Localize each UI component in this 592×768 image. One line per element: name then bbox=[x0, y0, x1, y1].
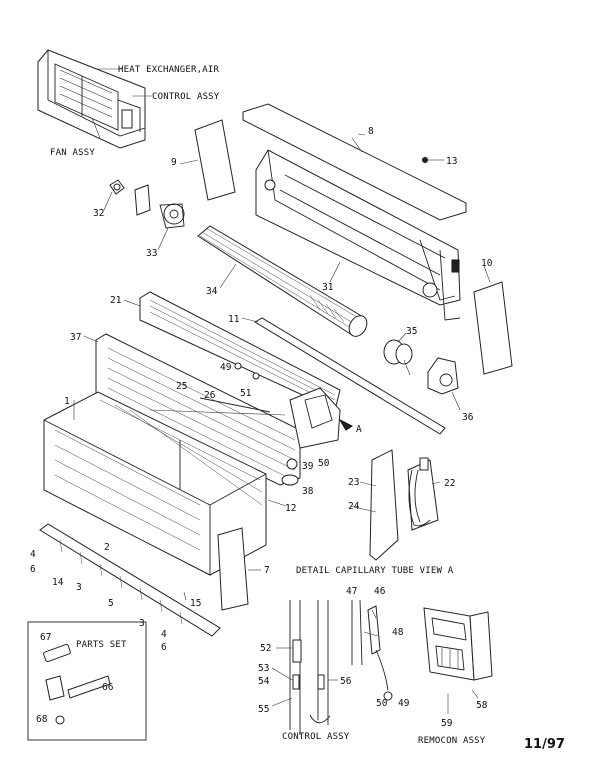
evaporator-coil bbox=[95, 333, 341, 486]
callout-59: 59 bbox=[441, 718, 453, 729]
label-parts-set: PARTS SET bbox=[76, 640, 127, 650]
label-control-assy-top: CONTROL ASSY bbox=[152, 92, 220, 102]
callout-36: 36 bbox=[462, 412, 474, 423]
callout-7: 7 bbox=[264, 565, 270, 576]
callout-22: 22 bbox=[444, 478, 455, 489]
callout-6b: 6 bbox=[161, 642, 167, 653]
view-a-label: A bbox=[356, 424, 362, 435]
bottom-strip bbox=[39, 523, 221, 637]
callout-12: 12 bbox=[285, 503, 296, 514]
date-code: 11/97 bbox=[524, 737, 565, 752]
main-frame-31 bbox=[255, 149, 461, 321]
callout-38: 38 bbox=[302, 486, 314, 497]
screw-13 bbox=[422, 157, 428, 163]
callout-54: 54 bbox=[258, 676, 270, 687]
callout-9: 9 bbox=[171, 157, 177, 168]
front-grille-1 bbox=[43, 391, 267, 576]
callout-25: 25 bbox=[176, 381, 187, 392]
bearing-parts-32-33 bbox=[109, 179, 185, 229]
parts-set-box bbox=[27, 621, 147, 741]
callout-14: 14 bbox=[52, 577, 64, 588]
callout-31: 31 bbox=[322, 282, 334, 293]
callout-67: 67 bbox=[40, 632, 51, 643]
callout-32: 32 bbox=[93, 208, 104, 219]
part-68 bbox=[55, 715, 65, 725]
callout-68: 68 bbox=[36, 714, 48, 725]
callout-4: 4 bbox=[30, 549, 36, 560]
callout-49b: 49 bbox=[398, 698, 410, 709]
label-control-assy-bottom: CONTROL ASSY bbox=[282, 732, 350, 742]
view-a-arrow: A bbox=[338, 418, 362, 435]
callout-56: 56 bbox=[340, 676, 352, 687]
cross-flow-fan-34 bbox=[197, 225, 368, 337]
callout-34: 34 bbox=[206, 286, 218, 297]
side-panel-9 bbox=[194, 119, 236, 201]
part-67 bbox=[43, 643, 71, 663]
label-remocon-assy: REMOCON ASSY bbox=[418, 736, 486, 746]
callout-8: 8 bbox=[368, 126, 374, 137]
callout-5: 5 bbox=[108, 598, 114, 609]
callout-21: 21 bbox=[110, 295, 122, 306]
motor-mount-36 bbox=[427, 357, 459, 395]
callout-49: 49 bbox=[220, 362, 232, 373]
fitting-51 bbox=[252, 372, 260, 380]
label-heat-exchanger: HEAT EXCHANGER,AIR bbox=[118, 65, 220, 75]
part-66 bbox=[45, 675, 65, 701]
callout-51: 51 bbox=[240, 388, 252, 399]
filter-21 bbox=[139, 291, 341, 411]
callout-52: 52 bbox=[260, 643, 271, 654]
callout-13: 13 bbox=[446, 156, 457, 167]
leader-lines bbox=[73, 133, 491, 714]
callout-26: 26 bbox=[204, 390, 216, 401]
callout-55: 55 bbox=[258, 704, 269, 715]
callout-33: 33 bbox=[146, 248, 157, 259]
control-assy-detail bbox=[289, 600, 331, 735]
callout-11: 11 bbox=[228, 314, 240, 325]
callout-50b: 50 bbox=[376, 698, 388, 709]
callout-37: 37 bbox=[70, 332, 81, 343]
callout-47: 47 bbox=[346, 586, 357, 597]
callout-66: 66 bbox=[102, 682, 114, 693]
remote-control-assy bbox=[423, 607, 493, 681]
side-panel-10 bbox=[473, 281, 513, 375]
callout-6: 6 bbox=[30, 564, 36, 575]
detail-view-a bbox=[369, 449, 439, 561]
callout-15: 15 bbox=[190, 598, 201, 609]
callout-39: 39 bbox=[302, 461, 314, 472]
callout-50: 50 bbox=[318, 458, 330, 469]
cap-39 bbox=[286, 458, 298, 470]
callout-46: 46 bbox=[374, 586, 386, 597]
callout-58: 58 bbox=[476, 700, 488, 711]
panel-7 bbox=[217, 527, 249, 611]
callout-24: 24 bbox=[348, 501, 360, 512]
motor-35 bbox=[383, 339, 413, 376]
label-detail-capillary: DETAIL CAPILLARY TUBE VIEW A bbox=[296, 566, 454, 576]
callout-10: 10 bbox=[481, 258, 493, 269]
top-panel-8 bbox=[242, 103, 467, 221]
callout-53: 53 bbox=[258, 663, 269, 674]
callout-48: 48 bbox=[392, 627, 404, 638]
callout-3: 3 bbox=[76, 582, 82, 593]
cap-38 bbox=[281, 474, 299, 486]
callout-4b: 4 bbox=[161, 629, 167, 640]
callout-23: 23 bbox=[348, 477, 359, 488]
callout-35: 35 bbox=[406, 326, 417, 337]
label-fan-assy: FAN ASSY bbox=[50, 148, 95, 158]
callout-2: 2 bbox=[104, 542, 110, 553]
assembled-unit-illustration bbox=[37, 49, 146, 149]
callout-1: 1 bbox=[64, 396, 70, 407]
callout-3b: 3 bbox=[139, 618, 145, 629]
sensor-bracket bbox=[351, 599, 393, 701]
drain-strip-11 bbox=[254, 317, 446, 435]
fitting-49 bbox=[234, 362, 242, 370]
